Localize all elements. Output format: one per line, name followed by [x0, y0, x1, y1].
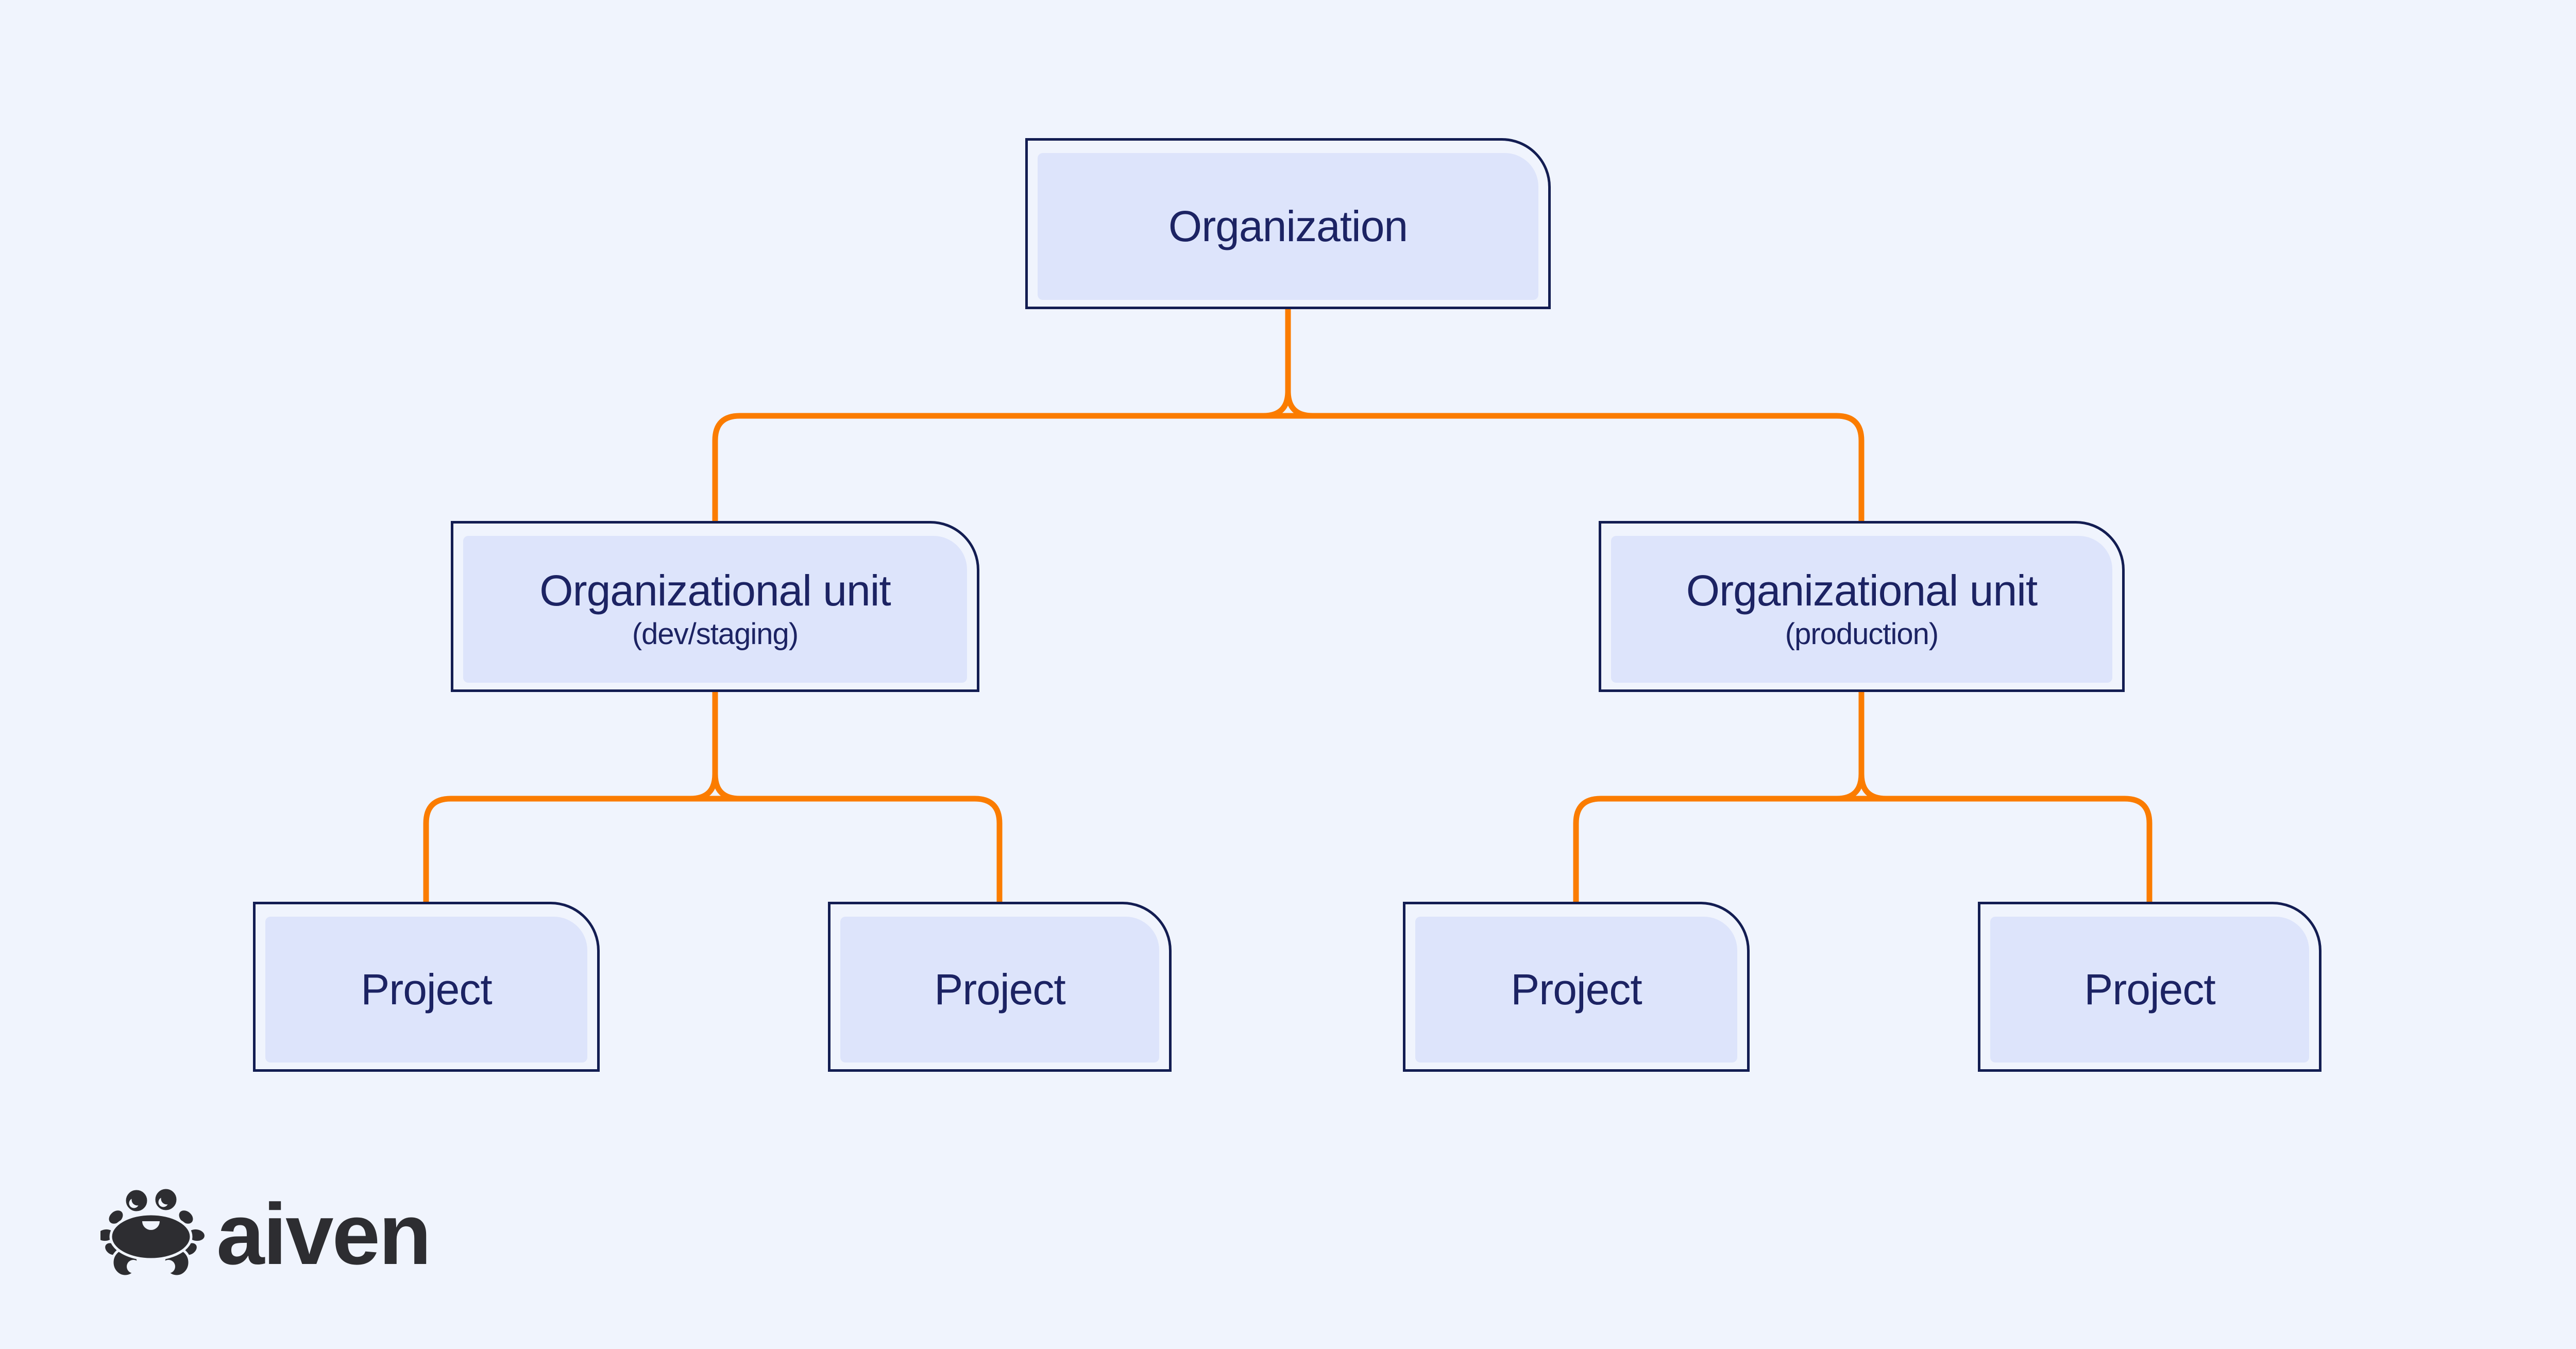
node-org-unit-dev-staging-sublabel: (dev/staging)	[632, 617, 799, 651]
node-project-4: Project	[1978, 902, 2321, 1072]
connector-right-branch	[1573, 796, 2153, 902]
node-project-2: Project	[828, 902, 1172, 1072]
connector-right-fork	[1834, 692, 1889, 802]
node-project-2-panel: Project	[840, 917, 1159, 1063]
node-project-4-label: Project	[2084, 965, 2215, 1014]
connector-left-branch	[423, 796, 1003, 902]
node-project-1: Project	[253, 902, 600, 1072]
aiven-logo: aiven	[100, 1186, 432, 1278]
node-org-unit-production-panel: Organizational unit (production)	[1611, 536, 2112, 683]
node-org-unit-production: Organizational unit (production)	[1599, 521, 2125, 692]
node-project-3-label: Project	[1511, 965, 1642, 1014]
node-project-3-panel: Project	[1415, 917, 1737, 1063]
node-org-unit-dev-staging-label: Organizational unit	[539, 566, 891, 615]
node-org-unit-production-label: Organizational unit	[1686, 566, 2038, 615]
node-project-1-label: Project	[361, 965, 492, 1014]
node-project-4-panel: Project	[1990, 917, 2309, 1063]
node-project-3: Project	[1403, 902, 1750, 1072]
node-organization-panel: Organization	[1038, 153, 1538, 300]
crab-icon	[100, 1186, 205, 1278]
node-organization-label: Organization	[1168, 202, 1408, 251]
connector-top-fork	[1260, 308, 1316, 419]
node-project-2-label: Project	[934, 965, 1065, 1014]
node-organization: Organization	[1025, 138, 1551, 309]
node-org-unit-dev-staging: Organizational unit (dev/staging)	[451, 521, 979, 692]
node-project-1-panel: Project	[265, 917, 587, 1063]
connector-left-fork	[687, 692, 743, 802]
connector-top-branch	[712, 413, 1865, 521]
aiven-wordmark: aiven	[216, 1186, 430, 1278]
node-org-unit-dev-staging-panel: Organizational unit (dev/staging)	[463, 536, 967, 683]
node-org-unit-production-sublabel: (production)	[1785, 617, 1939, 651]
